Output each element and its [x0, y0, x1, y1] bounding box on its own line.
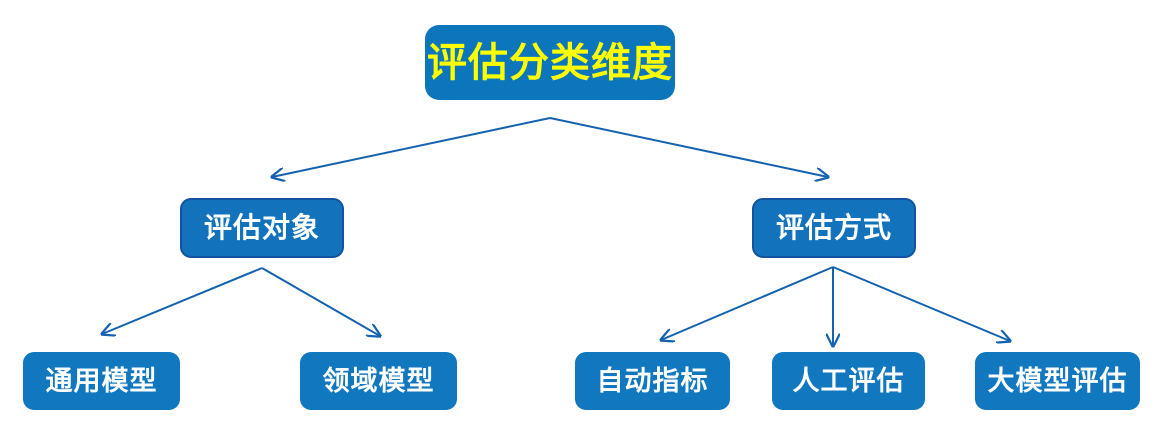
leaf-node-human-evaluation[interactable]: 人工评估: [772, 352, 925, 410]
leaf-node-domain-model[interactable]: 领域模型: [300, 352, 457, 410]
leaf-node-automatic-metrics[interactable]: 自动指标: [575, 352, 730, 410]
leaf-node-llm-evaluation[interactable]: 大模型评估: [975, 352, 1140, 410]
root-node[interactable]: 评估分类维度: [425, 25, 675, 100]
leaf-node-general-model[interactable]: 通用模型: [23, 352, 180, 410]
connector-method-to-automatic-metrics: [661, 266, 834, 340]
connector-root-to-method: [549, 117, 828, 177]
connector-object-to-general-model: [102, 267, 263, 334]
connector-root-to-object: [272, 117, 551, 177]
branch-node-evaluation-object[interactable]: 评估对象: [180, 198, 344, 258]
connector-method-to-llm-eval: [832, 266, 1010, 341]
branch-node-evaluation-method[interactable]: 评估方式: [752, 198, 916, 258]
connector-object-to-domain-model: [261, 267, 380, 336]
